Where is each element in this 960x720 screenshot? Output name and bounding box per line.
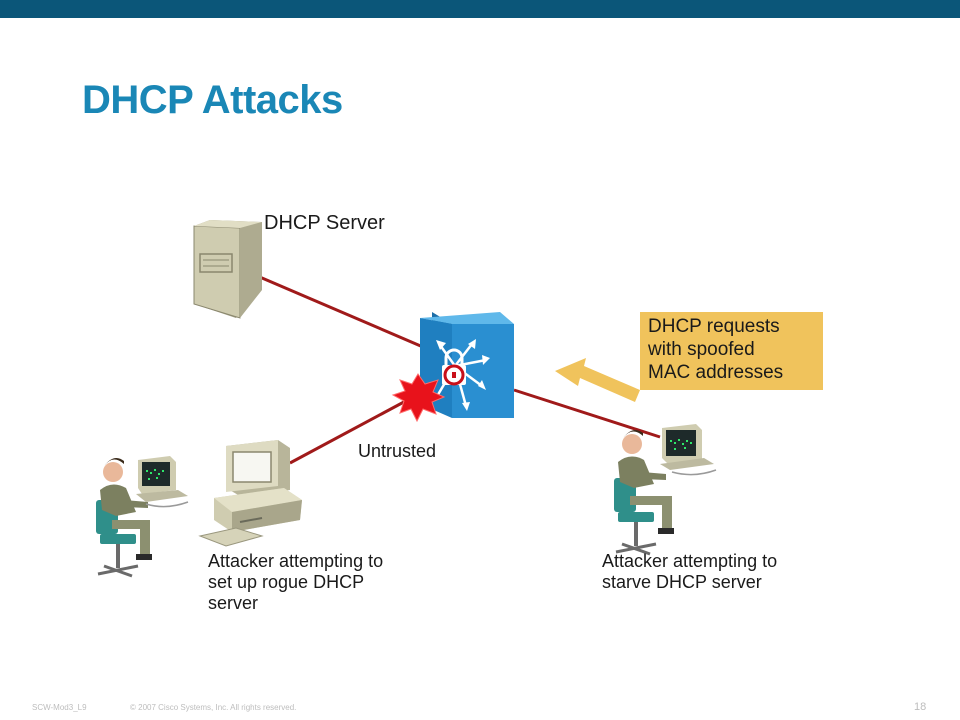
person-icon: [614, 429, 674, 556]
arrow-icon: [555, 358, 640, 402]
person-icon: [96, 457, 152, 578]
computer-icon: [136, 456, 189, 508]
dhcp-server-label: DHCP Server: [264, 212, 385, 234]
untrusted-label: Untrusted: [358, 441, 437, 461]
computer-icon: [660, 424, 717, 476]
burst-icon: [391, 373, 446, 423]
rogue-attacker-label: Attacker attempting to set up rogue DHCP…: [208, 551, 384, 613]
spoofed-requests-callout: DHCP requests with spoofed MAC addresses: [640, 312, 823, 390]
top-bar: [0, 0, 960, 18]
server-icon: [193, 220, 262, 319]
lock-icon: [442, 348, 466, 386]
link-server-switch: [254, 273, 431, 352]
footer-copyright: © 2007 Cisco Systems, Inc. All rights re…: [130, 703, 297, 712]
footer-slide-id: SCW-Mod3_L9: [32, 703, 87, 712]
link-switch-attacker: [513, 388, 661, 439]
slide-title: DHCP Attacks: [82, 78, 343, 122]
computer-icon: [198, 440, 302, 547]
page-number: 18: [914, 701, 927, 713]
switch-icon: [420, 312, 514, 418]
starve-attacker-label: Attacker attempting to starve DHCP serve…: [602, 551, 778, 592]
